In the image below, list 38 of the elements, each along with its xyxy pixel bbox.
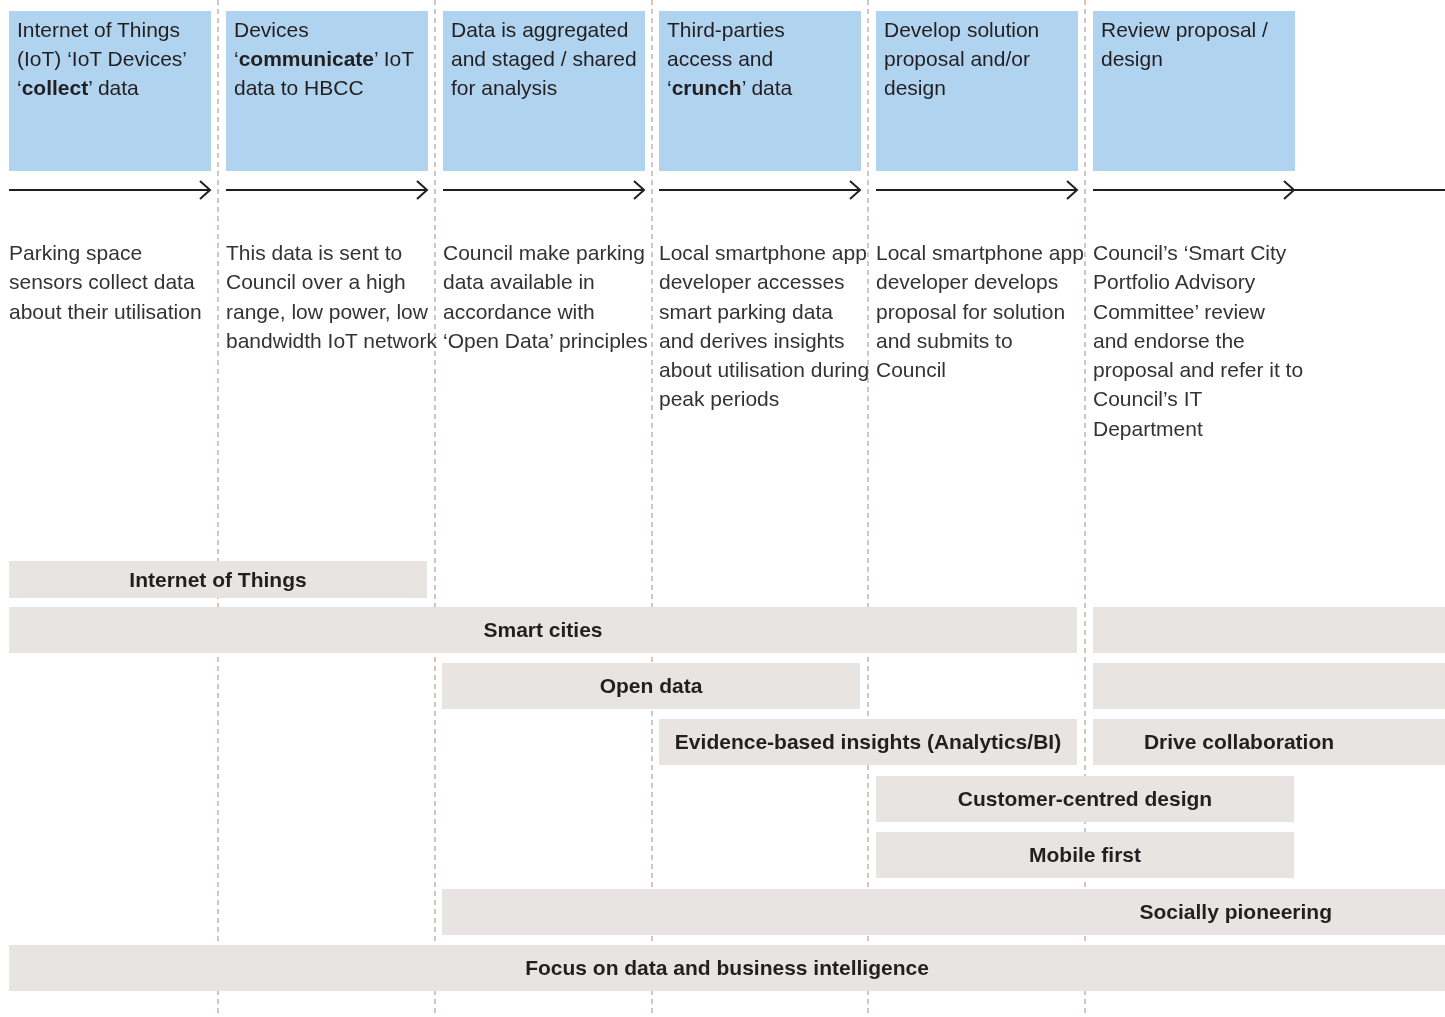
step-title: Devices ‘communicate’ IoT data to HBCC [234,17,415,101]
step-description: Local smartphone app developer develops proposal for solution and submits to Council [876,240,1085,384]
step-title: Develop solution proposal and/or design [884,17,1041,101]
step-box [659,11,861,171]
step-description: Local smartphone app developer accesses smart parking data and derives insights about utilisation during peak periods [659,240,871,413]
step-title: Review proposal / design [1101,17,1269,72]
theme-bar [659,719,1077,765]
theme-label: Customer-centred design [957,787,1213,811]
step-description: Council’s ‘Smart City Portfolio Advisory Committee’ review and endorse the proposal and refer it to Council’s IT Department [1093,240,1305,442]
empty-bar [1093,607,1445,653]
theme-label: Focus on data and business intelligence [525,956,929,980]
theme-bar [876,776,1294,822]
theme-label: Open data [599,674,703,698]
theme-bar [9,607,1077,653]
step-title: Internet of Things (IoT) ‘IoT Devices’ ‘collect’ data [17,17,188,101]
theme-label: Mobile first [1029,843,1141,867]
theme-label: Drive collaboration [1143,730,1335,754]
step-box [226,11,428,171]
theme-bar [9,945,1445,991]
step-description: This data is sent to Council over a high range, low power, low bandwidth IoT network [226,240,438,354]
step-box [9,11,211,171]
theme-label: Socially pioneering [1139,900,1332,924]
step-description: Council make parking data available in accordance with ‘Open Data’ principles [443,240,649,354]
theme-bar [876,832,1294,878]
empty-bar [1093,663,1445,709]
theme-bar [442,663,860,709]
theme-label: Internet of Things [129,567,307,592]
theme-bar [442,889,1445,935]
step-box [443,11,645,171]
theme-label: Smart cities [483,618,603,642]
step-description: Parking space sensors collect data about their utilisation [9,240,203,325]
step-box [1093,11,1295,171]
theme-label: Evidence-based insights (Analytics/BI) [674,730,1062,754]
step-box [876,11,1078,171]
theme-bar [9,561,427,598]
step-title: Data is aggregated and staged / shared for analysis [451,17,638,101]
step-title: Third-parties access and ‘crunch’ data [667,17,794,101]
theme-bar [1093,719,1445,765]
